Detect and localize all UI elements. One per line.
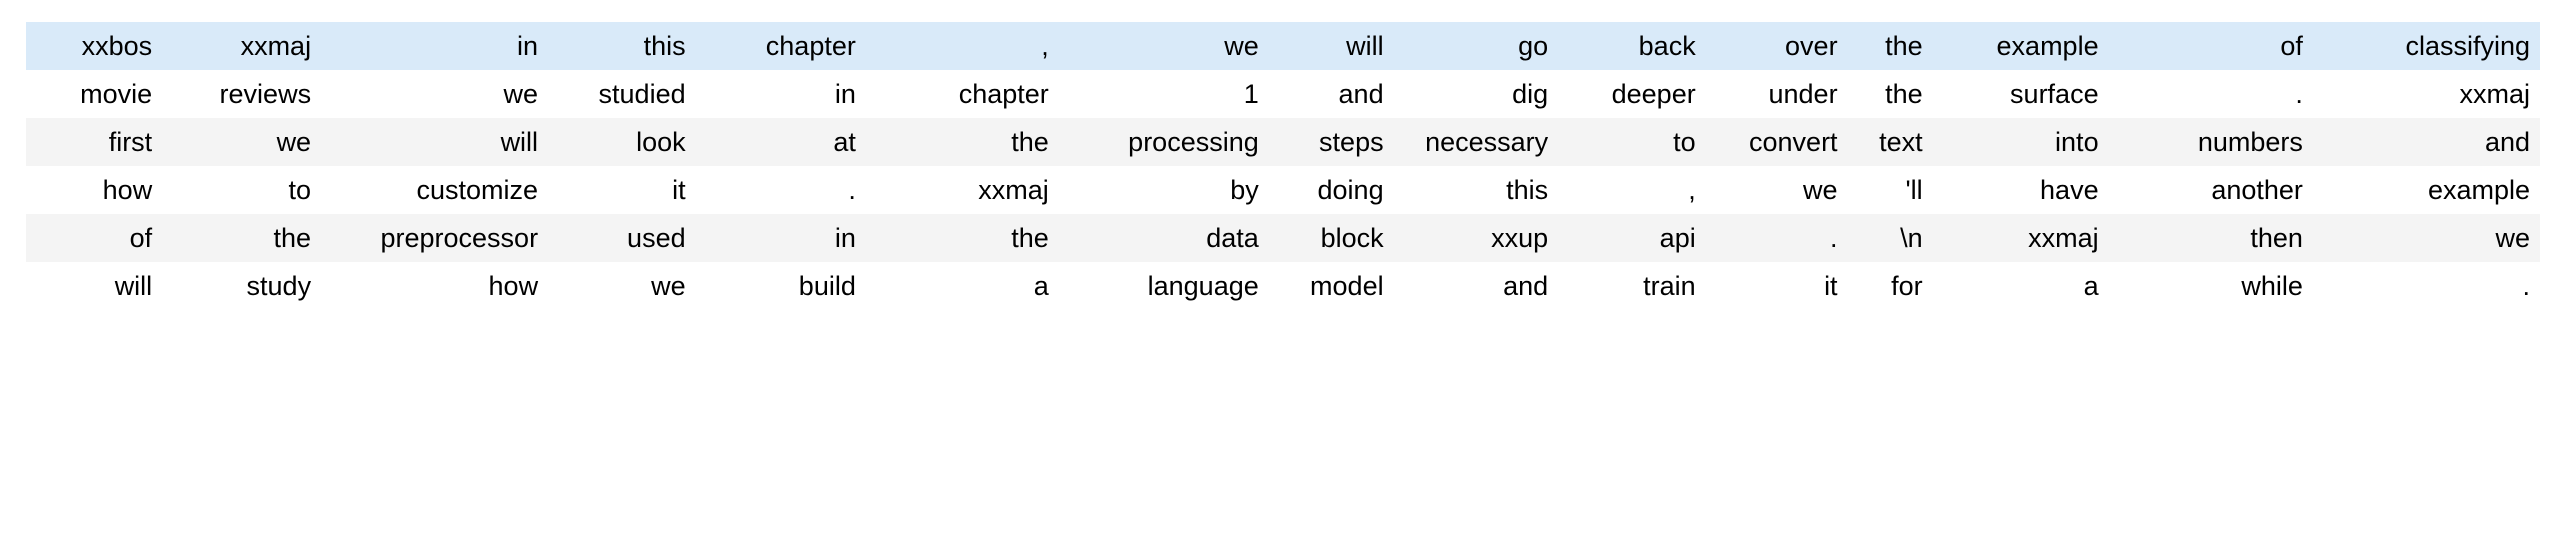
tokenized-text-table: xxbos xxmaj in this chapter , we will go… [26,22,2540,310]
token-cell: and [1393,262,1559,310]
token-cell: to [162,166,322,214]
token-cell: the [1847,70,1933,118]
token-cell: block [1268,214,1394,262]
token-cell: api [1558,214,1706,262]
token-cell: train [1558,262,1706,310]
token-cell: then [2108,214,2313,262]
table-row[interactable]: first we will look at the processing ste… [26,118,2540,166]
token-cell: reviews [162,70,322,118]
token-cell: we [1705,166,1848,214]
token-cell: study [162,262,322,310]
token-cell: the [1847,22,1933,70]
token-cell: numbers [2108,118,2313,166]
token-cell: text [1847,118,1933,166]
token-cell: will [26,262,163,310]
token-cell: necessary [1393,118,1559,166]
token-cell: processing [1058,118,1269,166]
token-cell: over [1705,22,1848,70]
token-cell: a [1932,262,2109,310]
token-cell: doing [1268,166,1394,214]
table-row[interactable]: how to customize it . xxmaj by doing thi… [26,166,2540,214]
token-cell: into [1932,118,2109,166]
token-cell: this [1393,166,1559,214]
token-cell: we [1058,22,1269,70]
token-cell: to [1558,118,1706,166]
token-cell: a [865,262,1059,310]
token-cell: deeper [1558,70,1706,118]
token-cell: in [321,22,549,70]
token-cell: for [1847,262,1933,310]
token-cell: the [865,214,1059,262]
token-cell: of [26,214,163,262]
token-cell: xxup [1393,214,1559,262]
token-cell: steps [1268,118,1394,166]
token-cell: dig [1393,70,1559,118]
token-cell: surface [1932,70,2109,118]
token-cell: and [2312,118,2540,166]
token-cell: in [695,214,866,262]
token-cell: chapter [865,70,1059,118]
token-cell: under [1705,70,1848,118]
token-cell: the [162,214,322,262]
table-row[interactable]: movie reviews we studied in chapter 1 an… [26,70,2540,118]
token-cell: studied [548,70,696,118]
token-cell: classifying [2312,22,2540,70]
token-cell: . [695,166,866,214]
token-cell: chapter [695,22,866,70]
token-cell: xxmaj [162,22,322,70]
token-cell: will [321,118,549,166]
token-cell: the [865,118,1059,166]
token-cell: xxmaj [2312,70,2540,118]
token-cell: we [162,118,322,166]
token-cell: language [1058,262,1269,310]
token-cell: have [1932,166,2109,214]
token-cell: of [2108,22,2313,70]
token-cell: xxmaj [865,166,1059,214]
token-cell: how [26,166,163,214]
token-cell: \n [1847,214,1933,262]
token-cell: . [2312,262,2540,310]
token-cell: model [1268,262,1394,310]
token-cell: while [2108,262,2313,310]
token-cell: 1 [1058,70,1269,118]
table-row[interactable]: xxbos xxmaj in this chapter , we will go… [26,22,2540,70]
token-cell: xxmaj [1932,214,2109,262]
token-cell: it [1705,262,1848,310]
token-cell: it [548,166,696,214]
token-cell: at [695,118,866,166]
token-cell: build [695,262,866,310]
token-cell: convert [1705,118,1848,166]
token-cell: , [1558,166,1706,214]
table-row[interactable]: of the preprocessor used in the data blo… [26,214,2540,262]
token-cell: we [321,70,549,118]
token-cell: look [548,118,696,166]
table-row[interactable]: will study how we build a language model… [26,262,2540,310]
token-cell: . [2108,70,2313,118]
token-cell: by [1058,166,1269,214]
token-cell: in [695,70,866,118]
token-cell: preprocessor [321,214,549,262]
token-cell: . [1705,214,1848,262]
token-cell: example [2312,166,2540,214]
token-cell: first [26,118,163,166]
token-cell: movie [26,70,163,118]
token-cell: we [2312,214,2540,262]
token-cell: used [548,214,696,262]
token-cell: this [548,22,696,70]
token-cell: data [1058,214,1269,262]
token-cell: customize [321,166,549,214]
token-cell: xxbos [26,22,163,70]
token-cell: go [1393,22,1559,70]
token-cell: how [321,262,549,310]
token-cell: we [548,262,696,310]
token-cell: 'll [1847,166,1933,214]
token-cell: another [2108,166,2313,214]
table-body: xxbos xxmaj in this chapter , we will go… [26,22,2540,310]
token-cell: , [865,22,1059,70]
token-cell: and [1268,70,1394,118]
token-cell: example [1932,22,2109,70]
token-cell: will [1268,22,1394,70]
token-cell: back [1558,22,1706,70]
